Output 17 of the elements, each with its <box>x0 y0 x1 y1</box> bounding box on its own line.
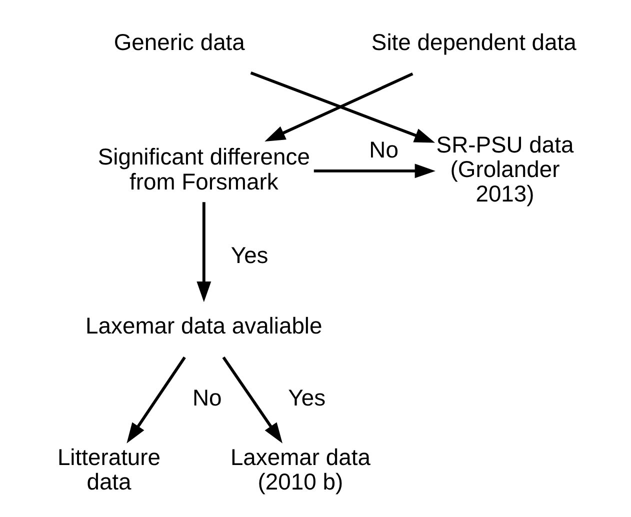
node-text: Litterature data <box>56 444 160 495</box>
arrow <box>196 202 211 302</box>
arrow <box>222 356 282 444</box>
node-text: Significant difference from Forsmark <box>97 144 310 194</box>
edge-label: Yes <box>288 384 326 410</box>
node-text: Laxemar data avaliable <box>85 312 322 338</box>
arrow <box>313 164 435 178</box>
node-text: SR-PSU data (Grolander 2013) <box>436 131 574 207</box>
node-text: Laxemar data (2010 b) <box>230 444 370 495</box>
edge-label: Yes <box>230 242 268 268</box>
node-text: Generic data <box>113 29 244 56</box>
arrow <box>264 72 413 142</box>
arrow <box>126 356 186 444</box>
arrow <box>250 72 435 143</box>
node-text: Site dependent data <box>370 29 576 56</box>
edge-label: No <box>368 136 398 162</box>
edge-label: No <box>192 384 222 410</box>
